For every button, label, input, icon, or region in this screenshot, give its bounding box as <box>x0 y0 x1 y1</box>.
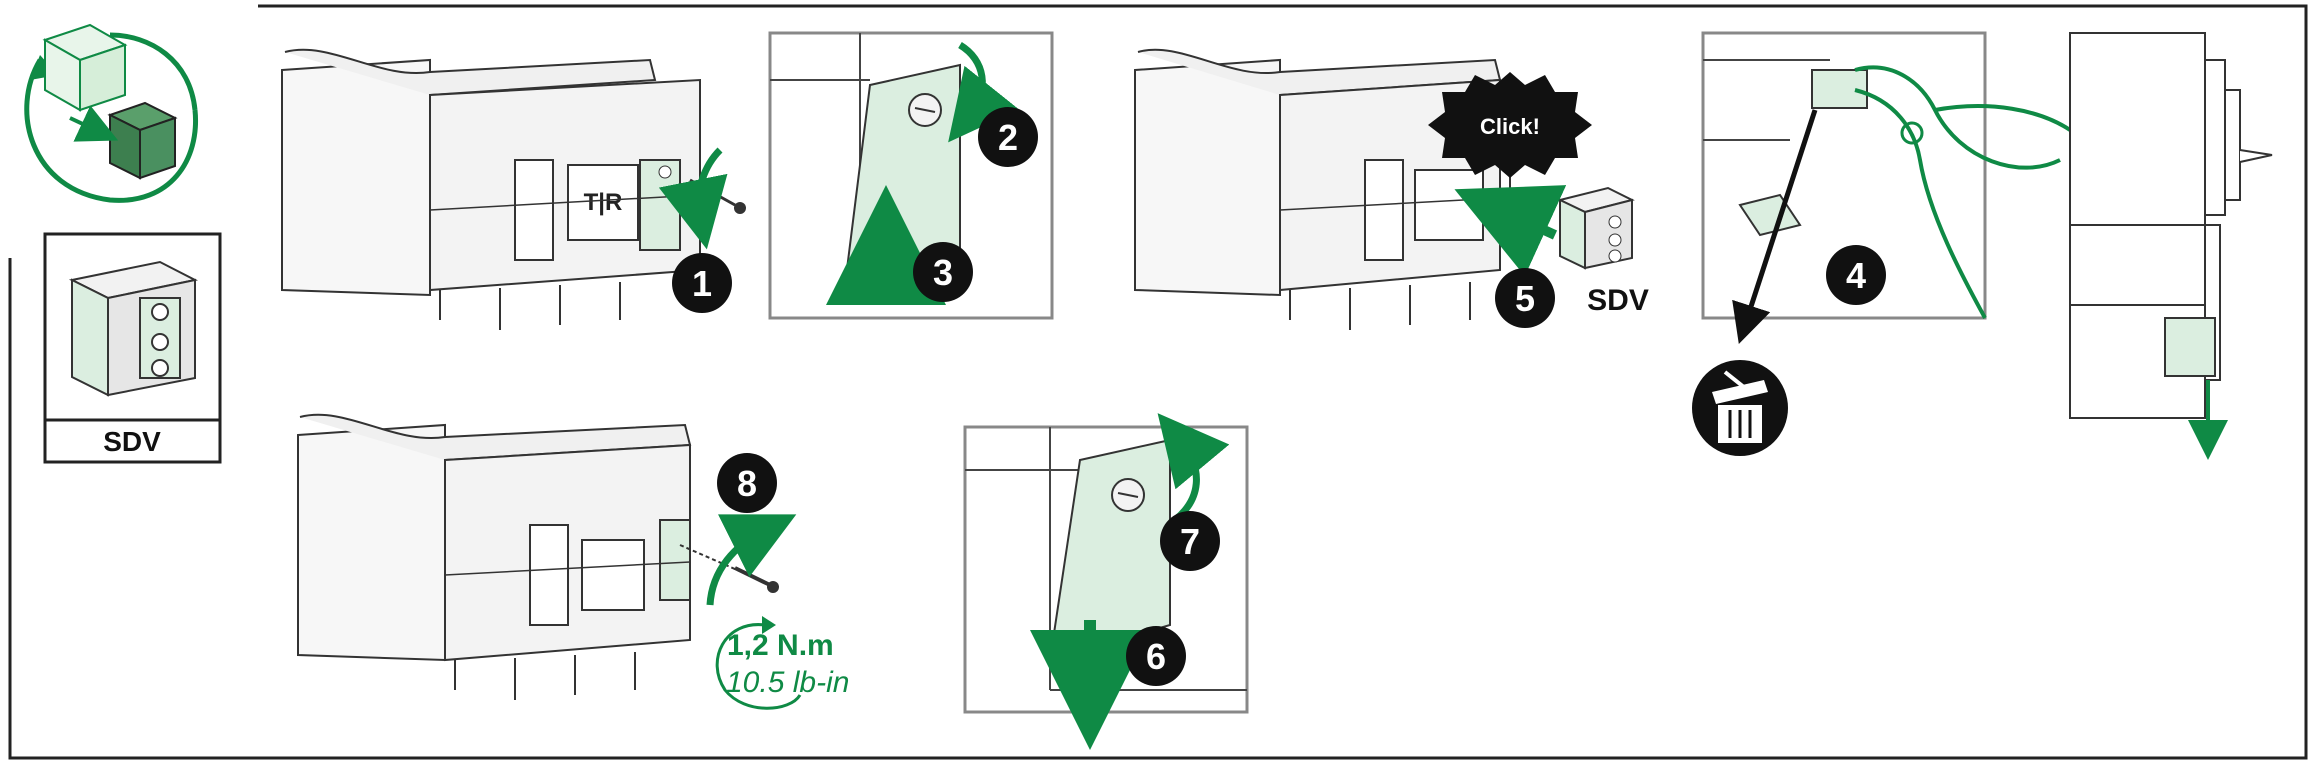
torque-metric: 1,2 N.m <box>727 629 834 662</box>
step-3-number: 3 <box>933 252 953 293</box>
torque-indicator: 1,2 N.m 10.5 lb-in <box>715 616 849 710</box>
step-1-badge: 1 <box>672 253 732 313</box>
panel-steps-2-3 <box>768 31 1054 320</box>
sdv-module-insert <box>1454 185 1635 277</box>
trash-icon <box>1692 360 1788 456</box>
rotate-cube-icon <box>24 23 199 203</box>
click-starburst-icon: Click! <box>1428 72 1592 178</box>
panel-steps-6-7 <box>963 413 1249 750</box>
step-6-number: 6 <box>1146 636 1166 677</box>
step-7-number: 7 <box>1180 521 1200 562</box>
sdv-module-drawing <box>68 260 198 397</box>
breaker-step-1: T|R <box>281 48 746 330</box>
step-5-number: 5 <box>1515 278 1535 319</box>
step-2-badge: 2 <box>978 107 1038 167</box>
step-3-badge: 3 <box>913 242 973 302</box>
accessory-card-label: SDV <box>103 426 161 457</box>
breaker-side-view <box>2069 32 2273 460</box>
step-6-badge: 6 <box>1126 626 1186 686</box>
accessory-card: SDV <box>43 232 222 464</box>
click-label: Click! <box>1480 114 1540 139</box>
step-8-badge: 8 <box>717 453 777 513</box>
step-4-number: 4 <box>1846 255 1866 296</box>
breaker-badge: T|R <box>584 189 623 216</box>
breaker-step-5 <box>1134 48 1511 330</box>
main-frame <box>8 4 2308 760</box>
step-4-badge: 4 <box>1826 245 1886 305</box>
breaker-step-8 <box>297 413 797 700</box>
step-2-number: 2 <box>998 117 1018 158</box>
step-7-badge: 7 <box>1160 511 1220 571</box>
cutter-pliers-icon <box>1854 65 2072 319</box>
step-8-number: 8 <box>737 463 757 504</box>
step-5-badge: 5 <box>1495 268 1555 328</box>
module-label: SDV <box>1587 284 1649 317</box>
torque-imperial: 10.5 lb-in <box>726 666 849 699</box>
step-1-number: 1 <box>692 263 712 304</box>
